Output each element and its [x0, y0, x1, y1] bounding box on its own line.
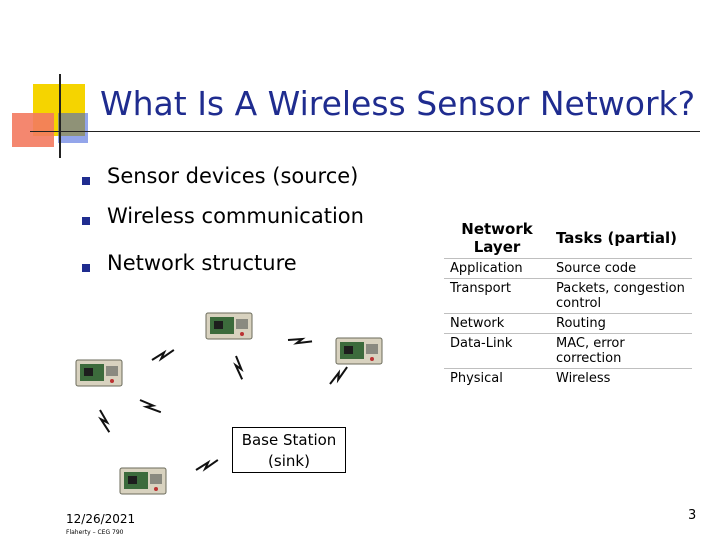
layer-cell: Transport [444, 278, 550, 314]
task-cell: Packets, congestion control [550, 278, 692, 314]
bullet-item: Wireless communication [82, 204, 482, 244]
header-network-layer: Network Layer [444, 218, 550, 259]
table-row: Network Routing [444, 313, 692, 334]
wireless-link-icon [137, 396, 163, 417]
layer-cell: Network [444, 313, 550, 334]
network-layer-table: Network Layer Tasks (partial) Applicatio… [444, 218, 692, 388]
footer-author: Flaherty – CEG 790 [66, 529, 124, 536]
bullet-text: Sensor devices (source) [107, 164, 359, 188]
sensor-node-icon [205, 312, 253, 340]
wireless-link-icon [233, 354, 245, 381]
task-cell: Source code [550, 258, 692, 279]
decor-blue-block [58, 113, 88, 143]
wireless-link-icon [97, 408, 112, 435]
header-tasks: Tasks (partial) [550, 218, 692, 259]
layer-cell: Physical [450, 371, 503, 386]
bullet-square-icon [82, 264, 90, 272]
page-number: 3 [688, 508, 697, 523]
bullet-square-icon [82, 217, 90, 225]
decor-red-block [12, 113, 54, 147]
table-row: Transport Packets, congestion control [444, 278, 692, 314]
wireless-link-icon [149, 347, 177, 363]
table-row: Application Source code [444, 258, 692, 279]
wireless-link-icon [193, 457, 221, 473]
bullet-item: Network structure [82, 251, 482, 291]
task-cell: Wireless [556, 371, 611, 386]
decor-vertical-line [59, 74, 61, 158]
bullet-text: Wireless communication [107, 204, 364, 228]
base-station-label: Base Station (sink) [232, 427, 346, 473]
table-header-row: Network Layer Tasks (partial) [444, 218, 692, 259]
sensor-node-icon [75, 359, 123, 387]
sensor-node-icon [335, 337, 383, 365]
sensor-node-icon [119, 467, 167, 495]
footer-date: 12/26/2021 [66, 512, 136, 526]
decor-horizontal-line [30, 131, 700, 132]
bullet-square-icon [82, 177, 90, 185]
table-row: Data-Link MAC, error correction [444, 333, 692, 369]
wireless-link-icon [286, 336, 314, 347]
layer-cell: Application [444, 258, 550, 279]
table-row: Physical Wireless [444, 369, 692, 389]
task-cell: MAC, error correction [550, 333, 692, 369]
page-title: What Is A Wireless Sensor Network? [100, 84, 696, 123]
layer-cell: Data-Link [444, 333, 550, 369]
task-cell: Routing [550, 313, 692, 334]
wireless-link-icon [327, 365, 351, 387]
bullet-text: Network structure [107, 251, 297, 275]
bullet-item: Sensor devices (source) [82, 164, 482, 204]
